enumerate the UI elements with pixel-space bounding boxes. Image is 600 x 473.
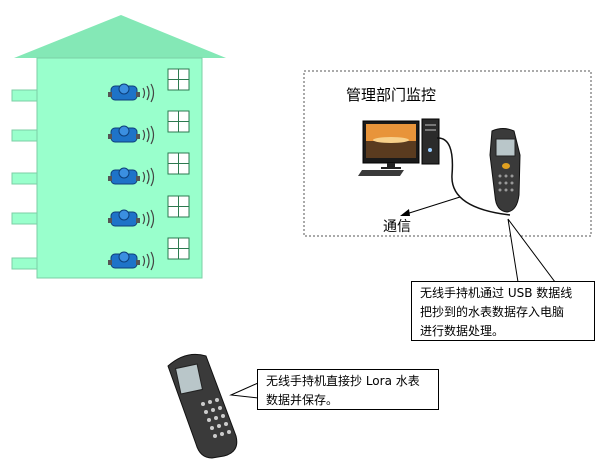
window-icon bbox=[167, 195, 190, 218]
window-icon bbox=[167, 68, 190, 91]
handheld-reader-icon bbox=[489, 128, 521, 213]
communication-label: 通信 bbox=[383, 219, 411, 235]
balcony bbox=[11, 212, 38, 225]
callout-pointer-usb bbox=[507, 218, 556, 283]
monitoring-box bbox=[303, 70, 592, 237]
callout-pointer-lora bbox=[229, 382, 259, 399]
callout-usb-line: 把抄到的水表数据存入电脑 bbox=[420, 305, 565, 319]
balcony bbox=[11, 172, 38, 185]
usb-cable bbox=[436, 137, 511, 216]
balcony bbox=[11, 89, 38, 102]
balcony bbox=[11, 257, 38, 270]
building-roof bbox=[14, 15, 226, 58]
handheld-reader-lora-icon bbox=[167, 353, 238, 459]
desktop-computer-icon bbox=[358, 118, 440, 176]
callout-usb-line: 进行数据处理。 bbox=[420, 324, 505, 338]
window-icon bbox=[167, 110, 190, 133]
callout-lora-line: 数据并保存。 bbox=[266, 393, 339, 407]
communication-arrow bbox=[402, 196, 461, 216]
callout-lora-line: 无线手持机直接抄 Lora 水表 bbox=[266, 374, 420, 388]
apartment-building bbox=[11, 15, 226, 279]
monitoring-box-title: 管理部门监控 bbox=[346, 86, 437, 104]
callout-usb-line: 无线手持机通过 USB 数据线 bbox=[420, 286, 573, 300]
window-icon bbox=[167, 237, 190, 260]
balcony bbox=[11, 129, 38, 142]
window-icon bbox=[167, 152, 190, 175]
arrow-head bbox=[400, 209, 410, 216]
callout-lora: 无线手持机直接抄 Lora 水表 数据并保存。 bbox=[257, 369, 439, 410]
callout-usb: 无线手持机通过 USB 数据线 把抄到的水表数据存入电脑 进行数据处理。 bbox=[411, 281, 595, 341]
